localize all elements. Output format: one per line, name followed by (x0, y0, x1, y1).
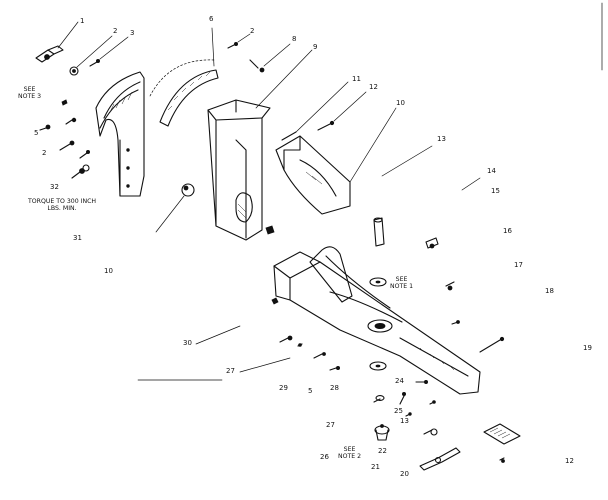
part-13-pin (373, 145, 433, 247)
callout-8: 8 (292, 35, 297, 43)
part-19-rod (451, 320, 505, 353)
part-12-rod (317, 91, 367, 131)
callout-2-top: 2 (113, 27, 118, 35)
callout-15: 15 (491, 187, 500, 195)
callout-2-mid: 2 (250, 27, 255, 35)
part-2-washer (69, 35, 113, 76)
part-base-arm (271, 246, 481, 395)
callout-22: 22 (378, 447, 387, 455)
callout-9: 9 (313, 43, 318, 51)
callout-25: 25 (394, 407, 403, 415)
callout-19: 19 (583, 344, 592, 352)
callout-29: 29 (279, 384, 288, 392)
part-11-rod (281, 81, 349, 141)
see-note-2: SEE NOTE 2 (338, 446, 362, 460)
callout-16: 16 (503, 227, 512, 235)
callout-20: 20 (400, 470, 409, 478)
part-knob (155, 183, 195, 233)
part-9-housing (207, 49, 313, 241)
see-note-3: SEE NOTE 3 (18, 86, 42, 100)
part-22-knob (374, 424, 390, 441)
part-left-support-arm (95, 71, 145, 197)
torque-note: TORQUE TO 300 INCH LBS. MIN. (28, 198, 97, 212)
callout-32: 32 (50, 183, 59, 191)
part-3-screw (89, 36, 129, 67)
part-10-bracket (275, 107, 397, 215)
leader-lines (137, 325, 291, 381)
callout-27-lower: 27 (326, 421, 335, 429)
part-14-15-hardware (425, 177, 481, 291)
callout-21: 21 (371, 463, 380, 471)
part-washer-note-1 (369, 277, 387, 287)
part-1-pin (35, 21, 79, 63)
callout-26: 26 (320, 453, 329, 461)
callout-30: 30 (183, 339, 192, 347)
callout-28: 28 (330, 384, 339, 392)
callout-14: 14 (487, 167, 496, 175)
see-note-1: SEE NOTE 1 (390, 276, 414, 290)
callout-12: 12 (369, 83, 378, 91)
callout-11: 11 (352, 75, 361, 83)
callout-24: 24 (395, 377, 404, 385)
part-clip-bottom-right (483, 423, 521, 463)
callout-3: 3 (130, 29, 135, 37)
part-8-screw (227, 33, 291, 73)
callout-17: 17 (514, 261, 523, 269)
part-20-handle (419, 447, 461, 471)
callout-31: 31 (73, 234, 82, 242)
callout-10-top: 10 (396, 99, 405, 107)
callout-1: 1 (80, 17, 85, 25)
callout-10-left: 10 (104, 267, 113, 275)
callout-12-lower: 12 (565, 457, 574, 465)
callout-5: 5 (34, 129, 39, 137)
callout-13-top: 13 (437, 135, 446, 143)
callout-27-left: 27 (226, 367, 235, 375)
callout-6: 6 (209, 15, 214, 23)
part-washer-lower (369, 361, 387, 371)
part-hardware-cluster (279, 335, 438, 436)
part-screws-left (39, 99, 91, 179)
callout-5-lower: 5 (308, 387, 313, 395)
callout-13-lower: 13 (400, 417, 409, 425)
callout-2-left: 2 (42, 149, 47, 157)
part-6-curved-guard (149, 27, 219, 127)
callout-18: 18 (545, 287, 554, 295)
